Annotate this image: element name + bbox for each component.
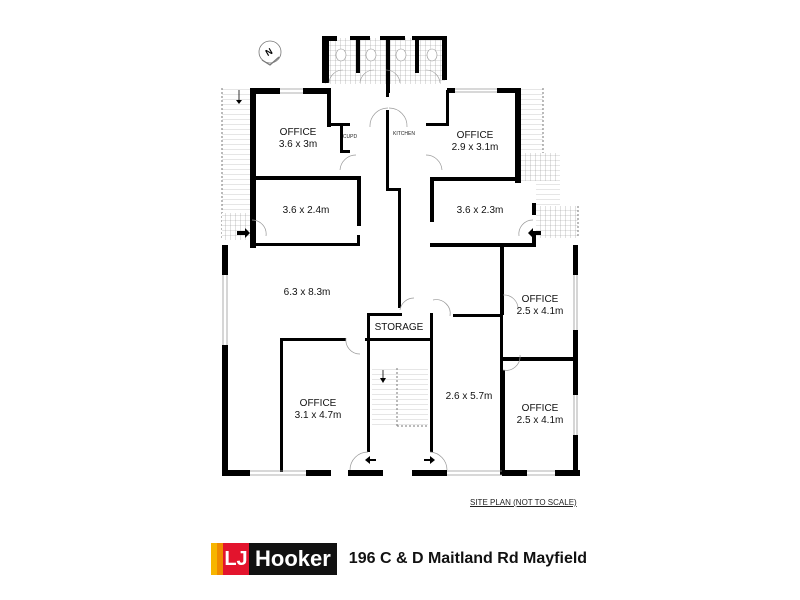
property-address: 196 C & D Maitland Rd Mayfield xyxy=(348,550,588,567)
room-size: 3.6 x 2.3m xyxy=(456,205,504,216)
room-size: 2.5 x 4.1m xyxy=(516,306,564,317)
windows xyxy=(222,88,578,476)
room-name: OFFICE xyxy=(521,403,559,414)
toilets-block xyxy=(322,36,447,93)
room-office-sw: OFFICE 3.1 x 4.7m xyxy=(295,398,342,422)
room-office-nw: OFFICE 3.6 x 3m xyxy=(279,127,317,151)
room-name: OFFICE xyxy=(456,130,494,141)
interior-stairs xyxy=(372,368,428,427)
room-name: OFFICE xyxy=(279,127,317,138)
cupboard-label: CUPD xyxy=(342,134,358,140)
room-name: OFFICE xyxy=(299,398,337,409)
room-name: OFFICE xyxy=(521,294,559,305)
room-office-ne: OFFICE 2.9 x 3.1m xyxy=(452,130,499,154)
logo-hooker: Hooker xyxy=(249,543,337,575)
entry-arrows xyxy=(237,228,541,464)
logo-lj: LJ xyxy=(223,543,249,575)
room-main: 6.3 x 8.3m xyxy=(284,287,331,299)
room-east: 3.6 x 2.3m xyxy=(457,205,504,217)
room-south: 2.6 x 5.7m xyxy=(446,391,493,403)
site-plan-note: SITE PLAN (NOT TO SCALE) xyxy=(470,498,577,507)
logo-stripe-yellow xyxy=(211,543,217,575)
compass-icon: N xyxy=(258,40,282,66)
room-size: 6.3 x 8.3m xyxy=(283,287,331,298)
room-size: 2.9 x 3.1m xyxy=(451,142,499,153)
room-office-e-upper: OFFICE 2.5 x 4.1m xyxy=(517,294,564,318)
room-office-se: OFFICE 2.5 x 4.1m xyxy=(517,403,564,427)
room-size: 2.6 x 5.7m xyxy=(445,391,493,402)
logo-stripe-orange xyxy=(217,543,223,575)
doors xyxy=(251,107,534,471)
storage-label: STORAGE xyxy=(374,322,424,333)
room-size: 2.5 x 4.1m xyxy=(516,415,564,426)
room-size: 3.6 x 3m xyxy=(278,139,318,150)
left-stairs xyxy=(221,88,252,240)
room-size: 3.1 x 4.7m xyxy=(294,410,342,421)
svg-text:N: N xyxy=(264,46,275,58)
room-size: 3.6 x 2.4m xyxy=(282,205,330,216)
walls xyxy=(222,85,580,476)
footer-branding: LJ Hooker 196 C & D Maitland Rd Mayfield xyxy=(211,543,587,575)
room-west: 3.6 x 2.4m xyxy=(283,205,330,217)
kitchen-label: KITCHEN xyxy=(393,131,415,137)
lj-hooker-logo: LJ Hooker xyxy=(211,543,337,575)
right-stairs xyxy=(518,88,579,238)
